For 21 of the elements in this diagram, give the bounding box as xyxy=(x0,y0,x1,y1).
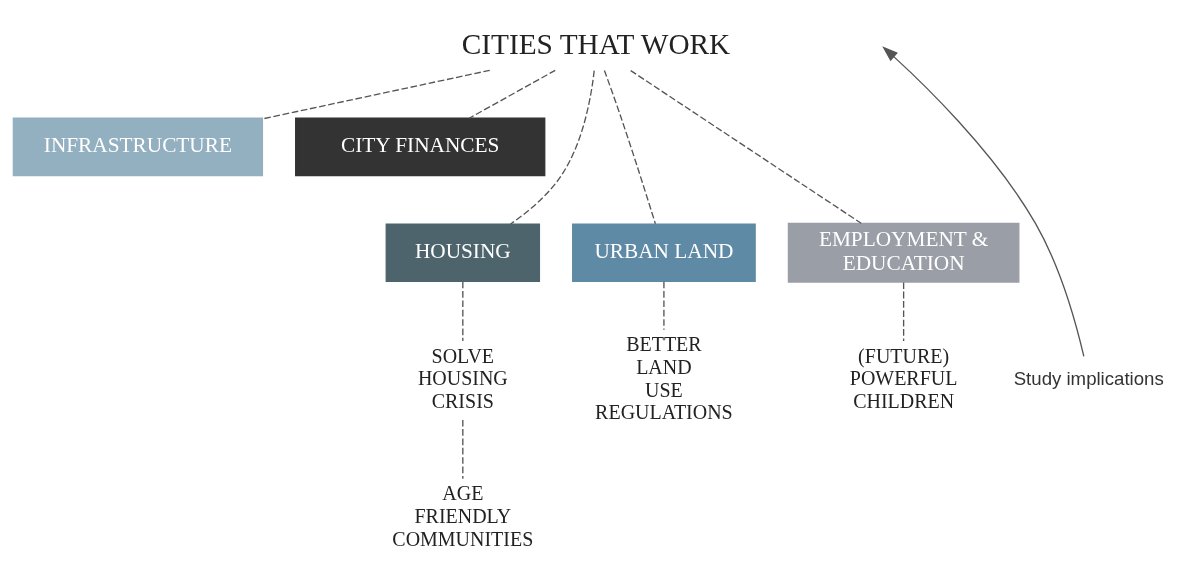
node-box: EMPLOYMENT & EDUCATION xyxy=(787,222,1020,283)
node-box: URBAN LAND xyxy=(572,223,756,282)
node-box: CITY FINANCES xyxy=(295,117,546,177)
connector xyxy=(468,69,556,119)
connector xyxy=(902,281,905,342)
node-text: CITIES THAT WORK xyxy=(461,27,731,60)
node-text: (FUTURE) POWERFUL CHILDREN xyxy=(849,344,958,412)
node-text: Study implications xyxy=(1013,368,1164,390)
node-box: INFRASTRUCTURE xyxy=(12,117,264,177)
connector xyxy=(603,69,657,225)
node-text: SOLVE HOUSING CRISIS xyxy=(417,344,508,412)
connector xyxy=(462,281,464,342)
connector xyxy=(462,419,464,480)
connector xyxy=(262,69,491,120)
connector xyxy=(509,70,595,225)
arrow xyxy=(882,46,1085,358)
node-text: AGE FRIENDLY COMMUNITIES xyxy=(392,482,534,550)
connector xyxy=(663,281,665,331)
node-box: HOUSING xyxy=(385,223,541,282)
node-text: BETTER LAND USE REGULATIONS xyxy=(595,333,733,424)
connector xyxy=(630,69,862,224)
